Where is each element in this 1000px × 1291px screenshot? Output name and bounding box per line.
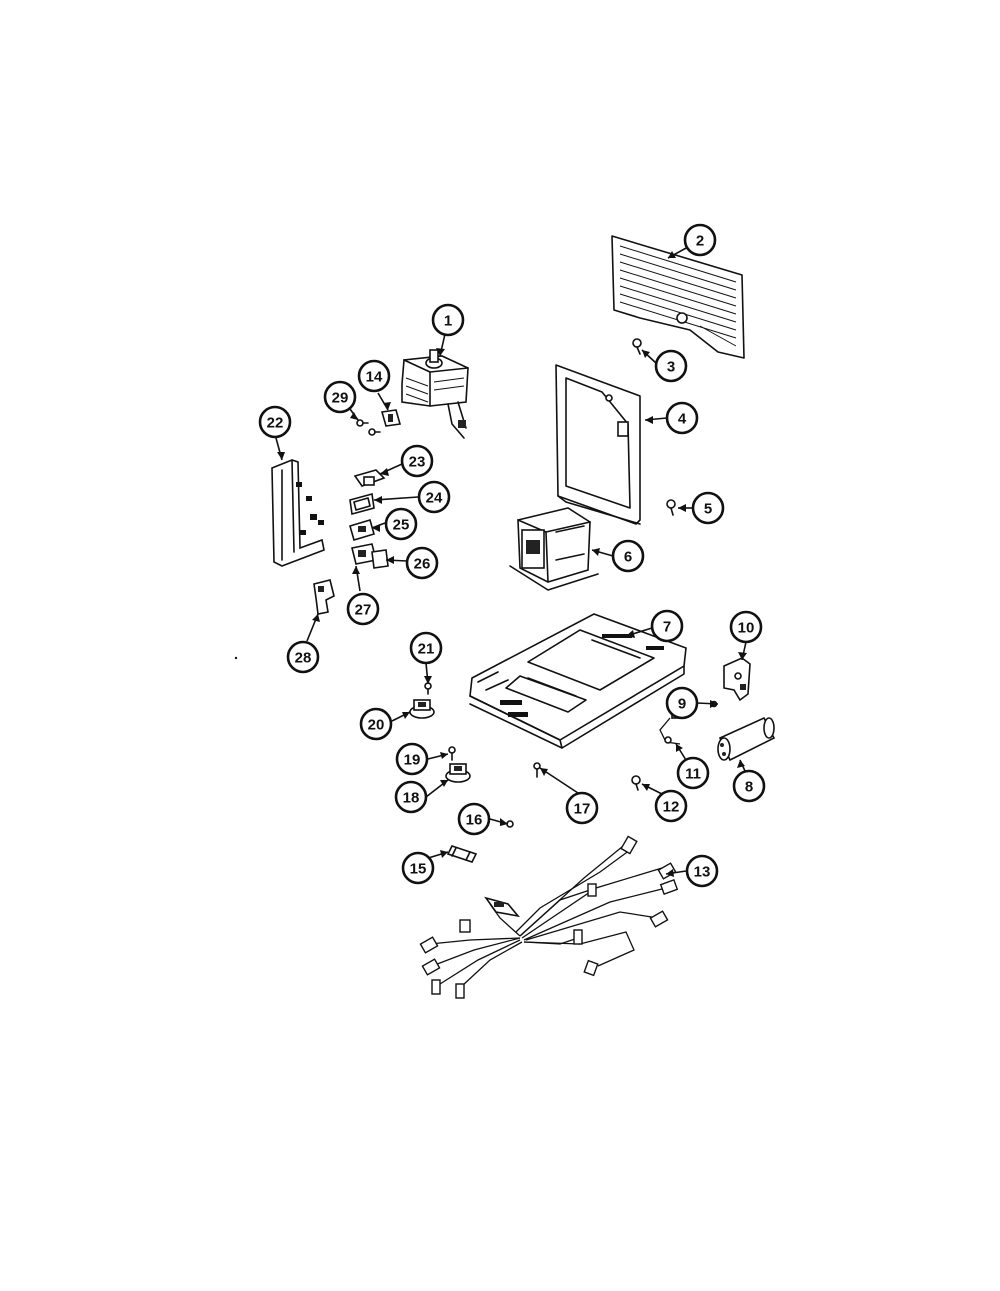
callout-18: 18 xyxy=(394,780,428,814)
callout-7: 7 xyxy=(650,609,684,643)
part-switch-23 xyxy=(353,469,386,487)
callout-label: 12 xyxy=(663,799,680,816)
callout-22: 22 xyxy=(258,405,292,439)
callout-label: 7 xyxy=(663,619,671,636)
callout-label: 19 xyxy=(404,752,421,769)
part-base-plate xyxy=(469,613,687,749)
callout-label: 6 xyxy=(624,549,632,566)
callout-24: 24 xyxy=(417,480,451,514)
part-screw-17 xyxy=(533,762,541,778)
part-screw-5 xyxy=(666,499,676,516)
callout-label: 17 xyxy=(574,801,591,818)
part-screw-21 xyxy=(424,682,432,695)
callout-label: 14 xyxy=(366,369,383,386)
callout-label: 21 xyxy=(418,641,435,658)
callout-25: 25 xyxy=(384,507,418,541)
callout-label: 28 xyxy=(295,650,312,667)
callout-12: 12 xyxy=(654,789,688,823)
part-control-bracket xyxy=(271,459,325,567)
part-switch-26 xyxy=(351,543,389,569)
callout-13: 13 xyxy=(685,854,719,888)
part-screw-19 xyxy=(448,746,456,761)
callout-label: 13 xyxy=(694,864,711,881)
callout-26: 26 xyxy=(405,546,439,580)
callout-label: 4 xyxy=(678,411,687,428)
callout-11: 11 xyxy=(676,756,710,790)
callout-23: 23 xyxy=(400,444,434,478)
callout-label: 10 xyxy=(738,620,755,637)
callout-14: 14 xyxy=(357,359,391,393)
callout-29: 29 xyxy=(323,380,357,414)
part-magnetron xyxy=(401,349,469,439)
part-latch-28 xyxy=(313,579,335,615)
stray-mark xyxy=(234,656,238,660)
part-frame-panel xyxy=(555,364,641,525)
part-bracket-10 xyxy=(723,657,751,702)
callout-label: 1 xyxy=(444,313,452,330)
part-wiring-harness xyxy=(419,835,679,999)
part-thermostat-20 xyxy=(409,699,435,719)
callout-label: 2 xyxy=(696,233,704,250)
callout-6: 6 xyxy=(611,539,645,573)
callout-label: 24 xyxy=(426,490,443,507)
callout-label: 5 xyxy=(704,501,712,518)
part-screws-29 xyxy=(356,419,381,436)
callout-label: 23 xyxy=(409,454,426,471)
callout-label: 22 xyxy=(267,415,284,432)
part-switch-25 xyxy=(349,519,375,541)
part-grille-panel xyxy=(611,235,745,359)
callout-21: 21 xyxy=(409,631,443,665)
callout-label: 15 xyxy=(410,861,427,878)
callout-27: 27 xyxy=(346,592,380,626)
callout-20: 20 xyxy=(359,707,393,741)
callout-label: 29 xyxy=(332,390,349,407)
callout-2: 2 xyxy=(683,223,717,257)
callout-label: 8 xyxy=(745,779,753,796)
part-switch-24 xyxy=(349,492,375,516)
leader-lines xyxy=(275,246,747,875)
callout-5: 5 xyxy=(691,491,725,525)
callout-10: 10 xyxy=(729,610,763,644)
callout-19: 19 xyxy=(395,742,429,776)
callout-17: 17 xyxy=(565,791,599,825)
callout-9: 9 xyxy=(665,686,699,720)
callout-label: 25 xyxy=(393,517,410,534)
part-fuse xyxy=(446,845,478,863)
part-transformer xyxy=(509,507,599,591)
part-screw-12 xyxy=(631,775,641,791)
callout-label: 26 xyxy=(414,556,431,573)
callout-label: 18 xyxy=(403,790,420,807)
callout-1: 1 xyxy=(431,303,465,337)
callout-16: 16 xyxy=(457,802,491,836)
callout-label: 16 xyxy=(466,812,483,829)
part-clip-14 xyxy=(380,409,402,427)
callout-3: 3 xyxy=(654,349,688,383)
part-thermostat-18 xyxy=(445,763,471,783)
callout-label: 20 xyxy=(368,717,385,734)
callout-15: 15 xyxy=(401,851,435,885)
callout-8: 8 xyxy=(732,769,766,803)
part-capacitor xyxy=(717,716,776,762)
leader-arrowheads xyxy=(277,251,747,877)
callout-label: 3 xyxy=(667,359,675,376)
callout-28: 28 xyxy=(286,640,320,674)
callout-label: 11 xyxy=(685,766,701,783)
callout-label: 9 xyxy=(678,696,686,713)
part-screw-3 xyxy=(632,338,642,355)
callout-label: 27 xyxy=(355,602,372,619)
callout-4: 4 xyxy=(665,401,699,435)
